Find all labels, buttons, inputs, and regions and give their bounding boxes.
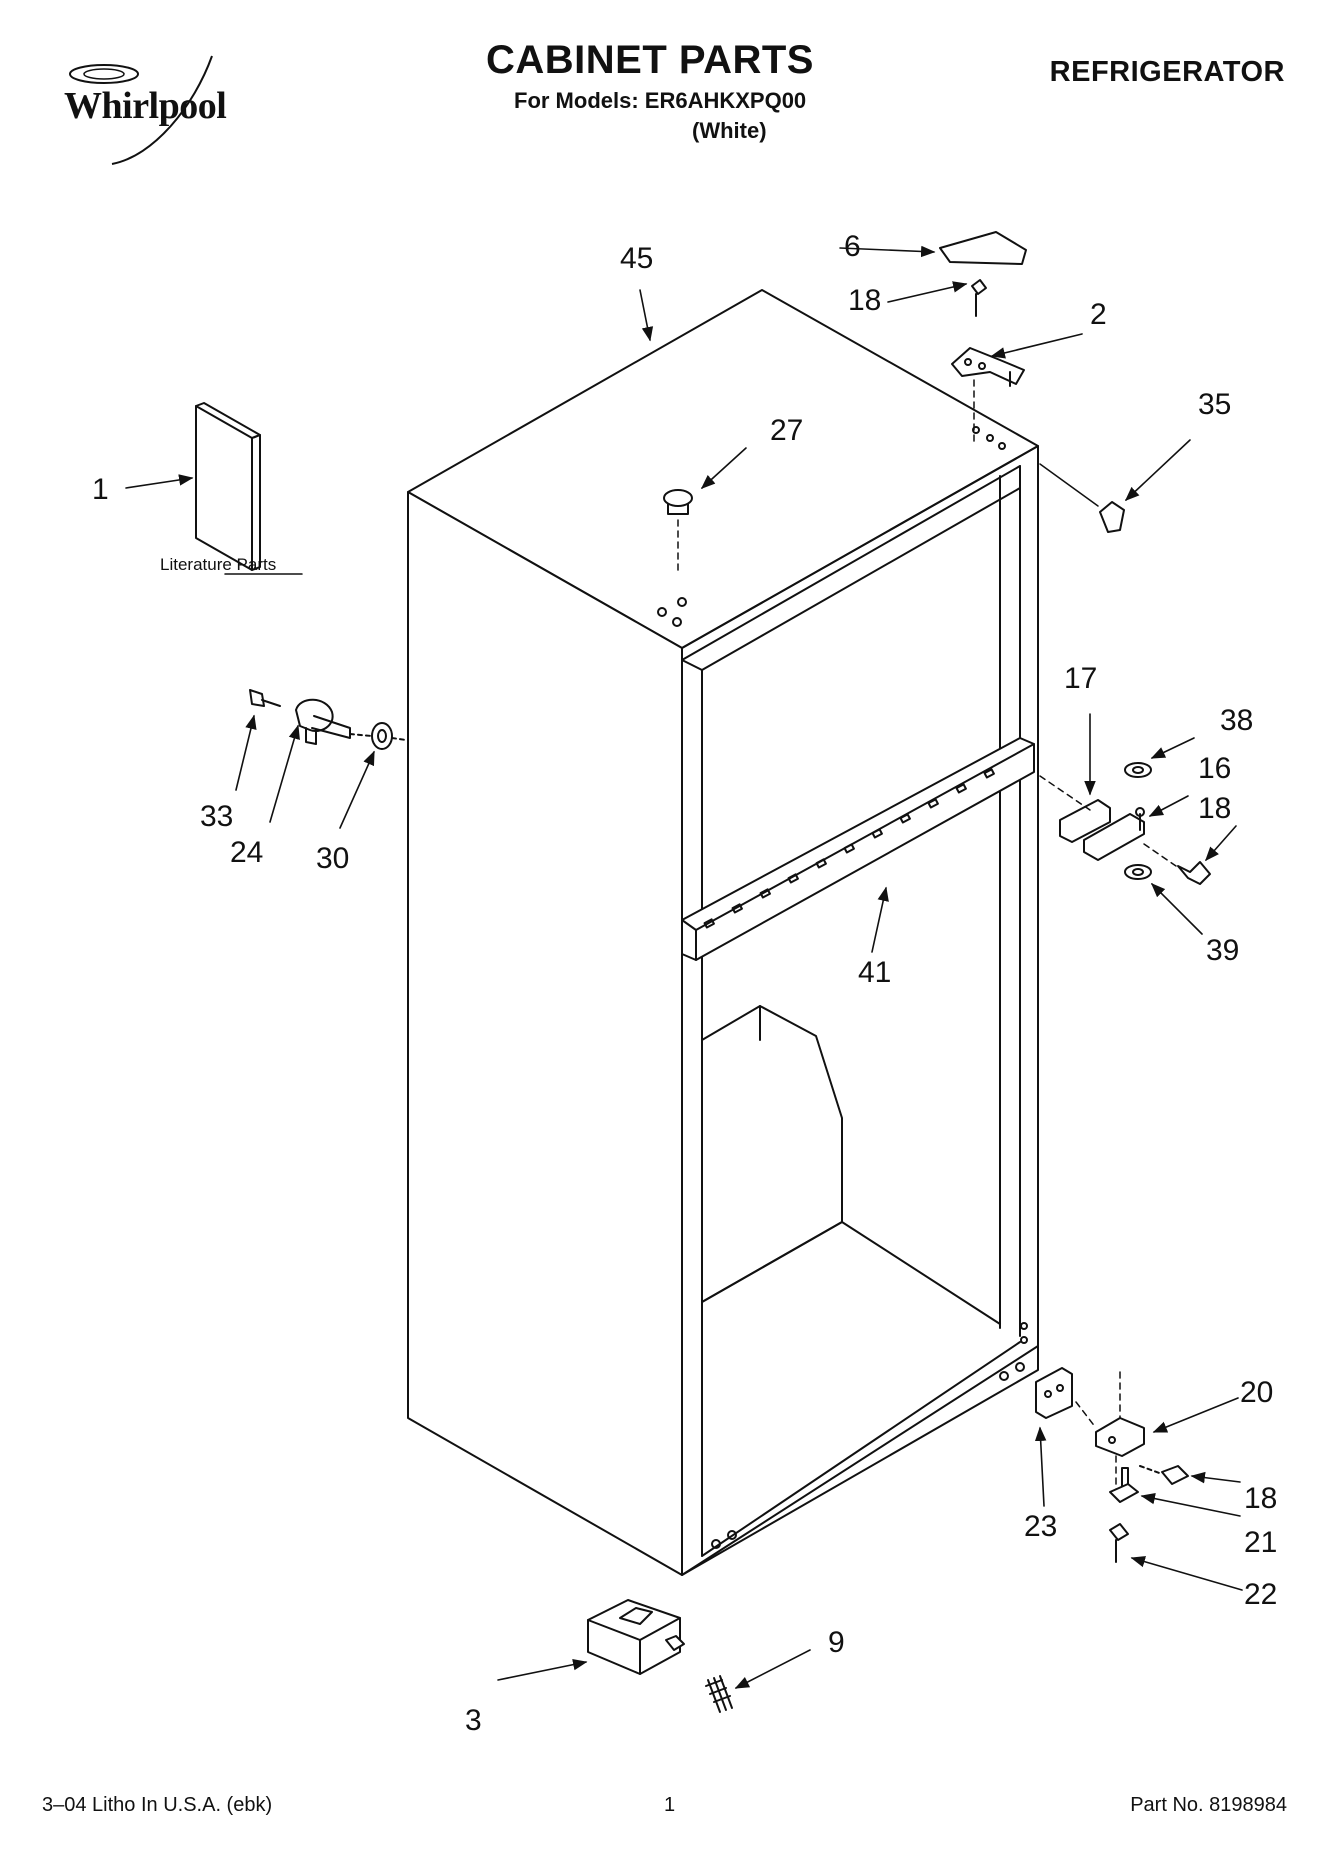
callout-9: 9: [828, 1626, 845, 1659]
callout-17: 17: [1064, 662, 1097, 695]
left-hardware: [249, 689, 407, 750]
callout-22: 22: [1244, 1578, 1277, 1611]
callout-27: 27: [770, 414, 803, 447]
callout-39: 39: [1206, 934, 1239, 967]
roller-assembly: [587, 1599, 733, 1713]
callout-35: 35: [1198, 388, 1231, 421]
callout-16: 16: [1198, 752, 1231, 785]
brand-name: Whirlpool: [64, 85, 227, 127]
hinge-cap: [939, 231, 1027, 265]
callout-6: 6: [844, 230, 861, 263]
category-label: REFRIGERATOR: [1049, 56, 1285, 88]
callout-41: 41: [858, 956, 891, 989]
literature-booklet: [195, 402, 261, 571]
literature-label: Literature Parts: [160, 555, 276, 574]
callout-23: 23: [1024, 1510, 1057, 1543]
color-line: (White): [692, 118, 767, 143]
page-number: 1: [664, 1794, 676, 1816]
callout-45: 45: [620, 242, 653, 275]
page-title: CABINET PARTS: [486, 38, 814, 82]
callout-18-bottom: 18: [1244, 1482, 1277, 1515]
callout-3: 3: [465, 1704, 482, 1737]
callout-38: 38: [1220, 704, 1253, 737]
part-number: Part No. 8198984: [1130, 1794, 1287, 1816]
callout-1: 1: [92, 473, 109, 506]
top-hinge: [951, 279, 1025, 445]
plug-button: [663, 489, 693, 573]
whirlpool-logo: Whirlpool: [44, 46, 284, 166]
callout-30: 30: [316, 842, 349, 875]
callout-labels: 1 2 3 6 9 16 17 18 18 18 20 21 22 23 24 …: [92, 230, 1277, 1737]
callout-24: 24: [230, 836, 263, 869]
callout-33: 33: [200, 800, 233, 833]
leader-arrows: [125, 245, 1243, 1689]
callout-21: 21: [1244, 1526, 1277, 1559]
callout-20: 20: [1240, 1376, 1273, 1409]
center-hinge: [1039, 762, 1211, 885]
bottom-hinge: [1035, 1367, 1189, 1563]
callout-2: 2: [1090, 298, 1107, 331]
litho-note: 3–04 Litho In U.S.A. (ebk): [42, 1794, 273, 1816]
divider-rail: [681, 737, 1035, 961]
callout-18-top: 18: [848, 284, 881, 317]
models-line: For Models: ER6AHKXPQ00: [514, 88, 807, 113]
door-stop: [1099, 501, 1125, 533]
logo-swoosh-icon: [69, 55, 213, 165]
callout-18-center: 18: [1198, 792, 1231, 825]
